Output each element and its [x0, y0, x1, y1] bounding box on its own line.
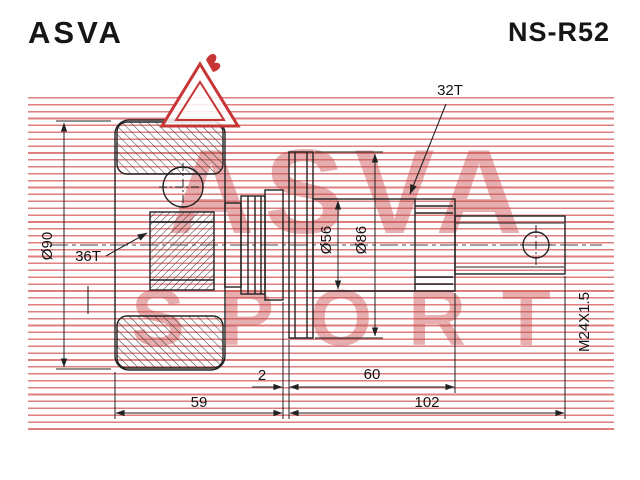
label-dim-shaft-length: 102 [414, 394, 440, 411]
label-ring-diameter: Ø86 [353, 225, 370, 255]
label-joint-diameter: Ø56 [318, 225, 335, 255]
label-dim-spline-length: 60 [363, 366, 381, 383]
joint-outline [114, 119, 566, 371]
label-dim-gap: 2 [257, 367, 267, 384]
leader-lines [87, 103, 447, 314]
label-housing-diameter: Ø90 [39, 231, 56, 261]
label-dim-housing-length: 59 [190, 394, 208, 411]
part-number: NS-R52 [507, 17, 610, 47]
dimension-lines [56, 120, 566, 419]
label-thread-size: M24X1.5 [576, 291, 593, 353]
label-inner-spline-count: 36T [75, 248, 101, 265]
asva-triangle-flame-icon [159, 53, 241, 128]
label-outer-spline-count: 32T [437, 82, 463, 99]
brand-logo-text: ASVA [28, 15, 124, 50]
